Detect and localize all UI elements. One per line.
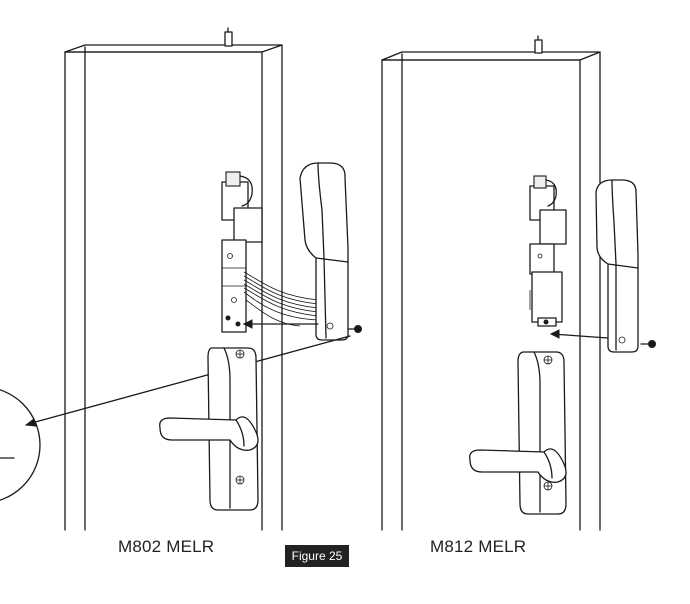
left-outside-escutcheon: [299, 162, 349, 341]
right-model-label: M812 MELR: [430, 537, 527, 556]
right-lever-handle: [469, 448, 567, 483]
right-outside-escutcheon: [595, 179, 639, 353]
right-door: [381, 35, 601, 531]
left-arrows: [24, 319, 351, 427]
detail-magnifier-circle: [0, 389, 41, 501]
left-ribbon-cable: [243, 271, 319, 327]
left-model-label: M802 MELR: [118, 537, 215, 556]
left-screw: [347, 325, 362, 333]
left-lever-handle: [159, 416, 259, 451]
right-inside-escutcheon: [517, 351, 567, 515]
left-lock-chassis: [221, 171, 263, 333]
figure-badge: Figure 25: [285, 545, 349, 567]
right-lock-chassis: [529, 175, 567, 327]
right-screw: [640, 340, 656, 348]
right-arrow: [549, 329, 609, 339]
